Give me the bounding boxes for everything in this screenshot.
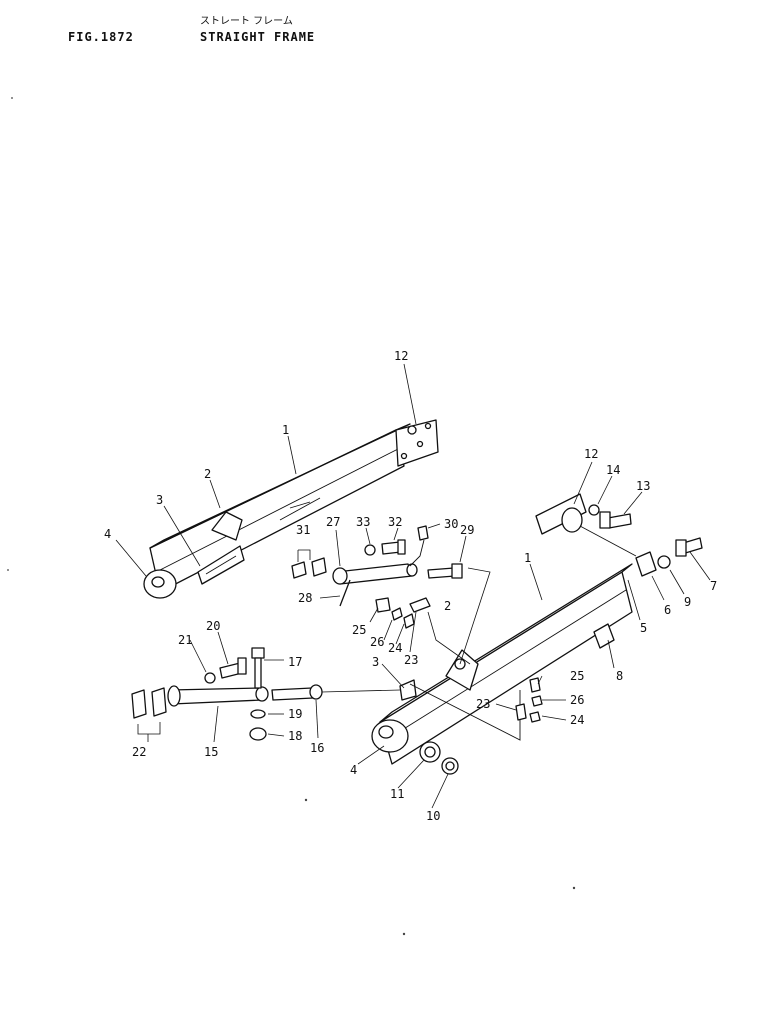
callout-11: 11 [390,787,404,801]
callout-10: 10 [426,809,440,823]
callout-3: 3 [156,493,163,507]
callout-15: 15 [204,745,218,759]
callout-16: 16 [310,741,324,755]
callout-12: 12 [394,349,408,363]
callout-labels: 12 1 2 3 4 31 27 33 32 30 29 28 12 14 13… [104,349,717,823]
figure-title: STRAIGHT FRAME [200,30,316,44]
callout-33: 33 [356,515,370,529]
lower-straight-frame [371,563,633,765]
callout-9: 9 [684,595,691,609]
callout-2: 2 [204,467,211,481]
callout-28: 28 [298,591,312,605]
callout-20: 20 [206,619,220,633]
callout-18: 18 [288,729,302,743]
callout-3: 3 [372,655,379,669]
callout-24: 24 [388,641,402,655]
callout-23: 23 [476,697,490,711]
scan-specks [7,97,576,936]
callout-4: 4 [104,527,111,541]
callout-26: 26 [370,635,384,649]
callout-4: 4 [350,763,357,777]
callout-23: 23 [404,653,418,667]
callout-26: 26 [570,693,584,707]
callout-27: 27 [326,515,340,529]
link-rod-assembly [131,647,401,741]
callout-6: 6 [664,603,671,617]
figure-title-japanese: ストレート フレーム [200,16,293,27]
callout-13: 13 [636,479,650,493]
callout-5: 5 [640,621,647,635]
callout-1: 1 [524,551,531,565]
callout-30: 30 [444,517,458,531]
callout-19: 19 [288,707,302,721]
callout-1: 1 [282,423,289,437]
lower-hardware-group [375,493,703,775]
callout-14: 14 [606,463,620,477]
upper-hardware-group [291,525,463,607]
callout-31: 31 [296,523,310,537]
callout-17: 17 [288,655,302,669]
upper-straight-frame [143,419,439,599]
callout-12: 12 [584,447,598,461]
callout-22: 22 [132,745,146,759]
callout-8: 8 [616,669,623,683]
callout-25: 25 [352,623,366,637]
leader-lines [115,363,711,809]
figure-number: FIG.1872 [68,30,134,44]
callout-21: 21 [178,633,192,647]
callout-24: 24 [570,713,584,727]
callout-2: 2 [444,599,451,613]
callout-29: 29 [460,523,474,537]
callout-25: 25 [570,669,584,683]
callout-7: 7 [710,579,717,593]
callout-32: 32 [388,515,402,529]
